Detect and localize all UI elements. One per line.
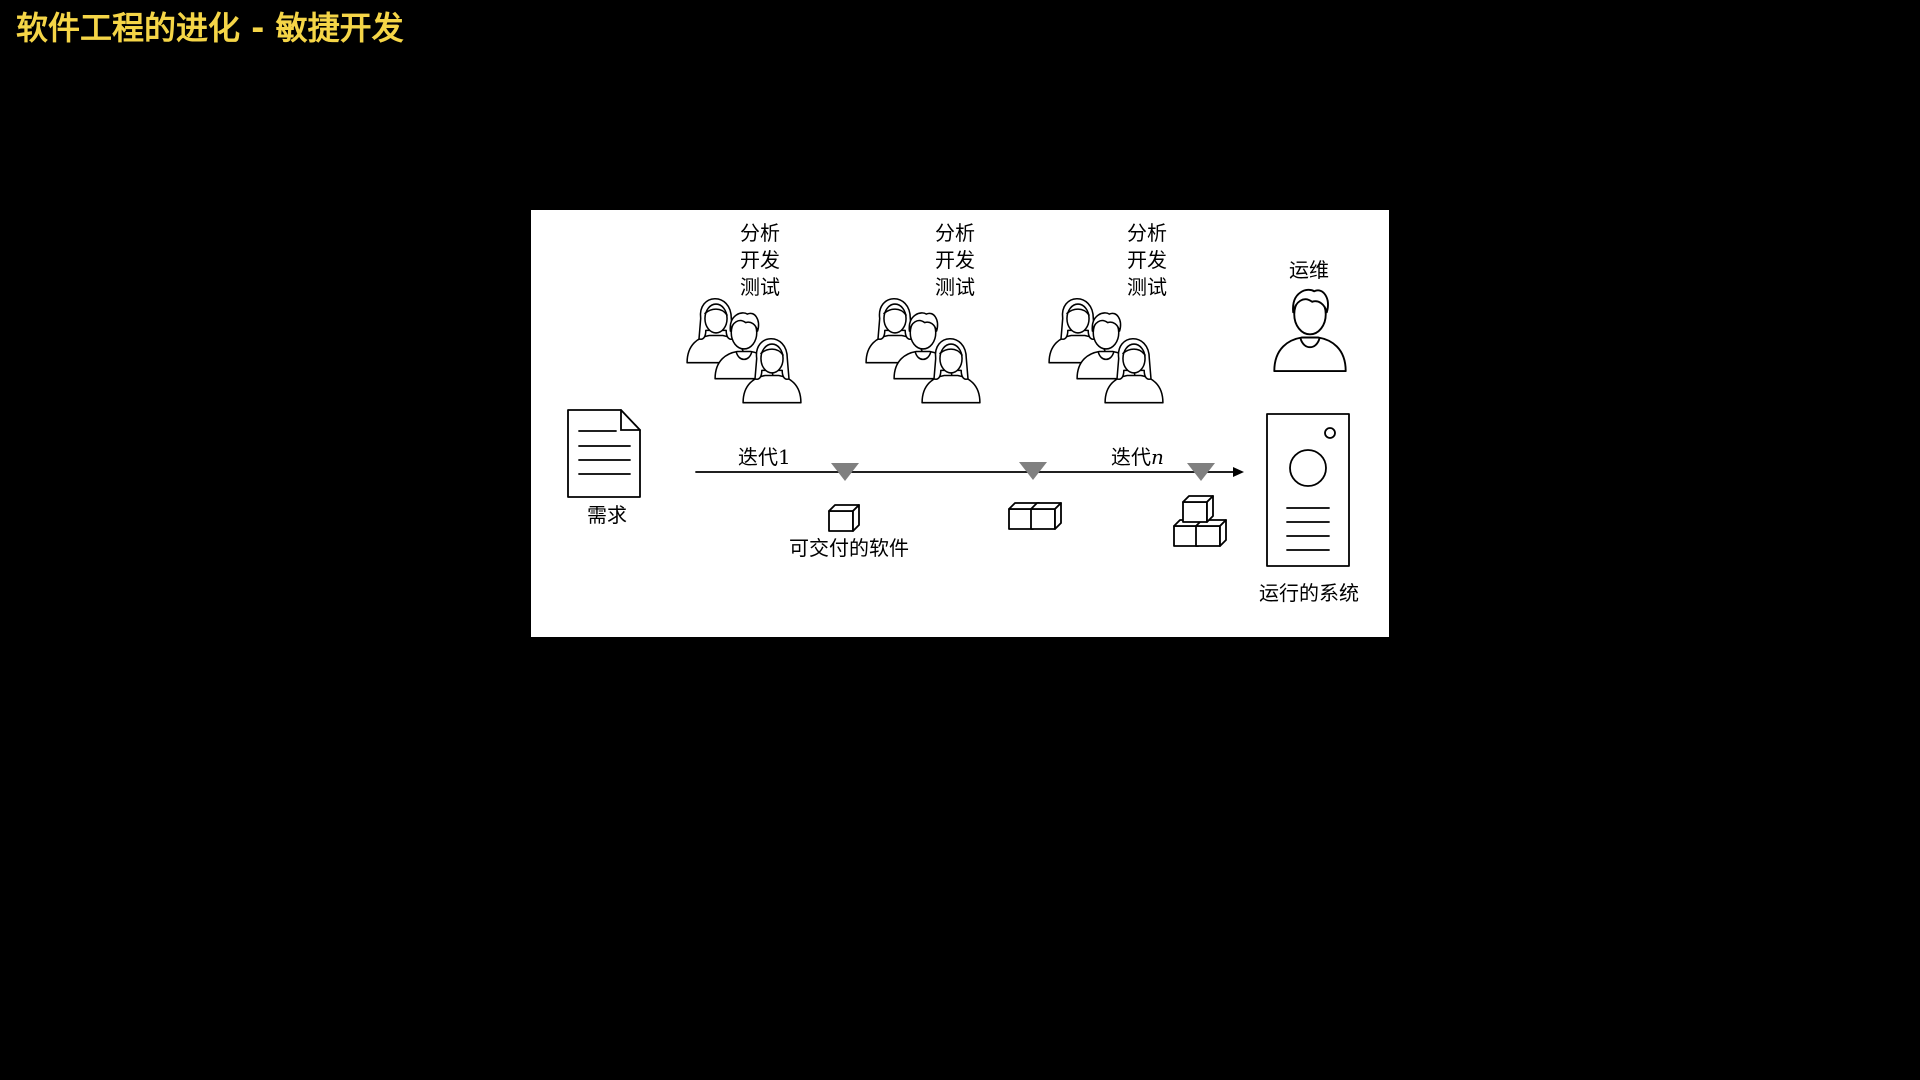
team-people-icon bbox=[866, 299, 980, 403]
person-icon bbox=[1273, 288, 1347, 373]
team-people-icon bbox=[1049, 299, 1163, 403]
team-2-line-2: 开发 bbox=[935, 248, 975, 272]
running-system-label: 运行的系统 bbox=[1259, 581, 1359, 605]
ops-label: 运维 bbox=[1289, 258, 1329, 282]
timeline-arrowhead bbox=[1233, 467, 1244, 477]
iteration-first-label: 迭代1 bbox=[738, 445, 791, 469]
iteration-first-prefix: 迭代 bbox=[738, 445, 778, 469]
milestone-triangle-icon bbox=[1019, 462, 1047, 480]
iteration-last-suffix: n bbox=[1151, 445, 1164, 469]
agile-diagram: 需求 分析 开发 测试 分析 开发 测试 分析 开发 测试 运维 迭代1 迭代n bbox=[531, 210, 1389, 637]
team-3-line-3: 测试 bbox=[1127, 275, 1167, 299]
iteration-last-label: 迭代n bbox=[1111, 445, 1164, 469]
team-people-icon bbox=[687, 299, 801, 403]
team-2-line-1: 分析 bbox=[935, 221, 975, 245]
iteration-last-prefix: 迭代 bbox=[1111, 445, 1151, 469]
team-1-line-2: 开发 bbox=[740, 248, 780, 272]
team-3-line-1: 分析 bbox=[1127, 221, 1167, 245]
team-3-line-2: 开发 bbox=[1127, 248, 1167, 272]
agile-diagram-svg: 需求 分析 开发 测试 分析 开发 测试 分析 开发 测试 运维 迭代1 迭代n bbox=[567, 221, 1359, 605]
cube-icon bbox=[828, 504, 860, 532]
document-icon bbox=[567, 409, 641, 498]
iteration-first-suffix: 1 bbox=[778, 445, 791, 469]
cube-icon bbox=[1182, 495, 1214, 523]
team-2-line-3: 测试 bbox=[935, 275, 975, 299]
requirement-label: 需求 bbox=[587, 503, 627, 527]
server-cabinet-icon bbox=[1266, 413, 1350, 567]
deliverable-label: 可交付的软件 bbox=[789, 536, 909, 560]
cube-icon bbox=[1030, 502, 1062, 530]
cube-icon bbox=[1195, 519, 1227, 547]
team-1-line-3: 测试 bbox=[740, 275, 780, 299]
team-1-line-1: 分析 bbox=[740, 221, 780, 245]
slide-title: 软件工程的进化 - 敏捷开发 bbox=[16, 9, 404, 47]
